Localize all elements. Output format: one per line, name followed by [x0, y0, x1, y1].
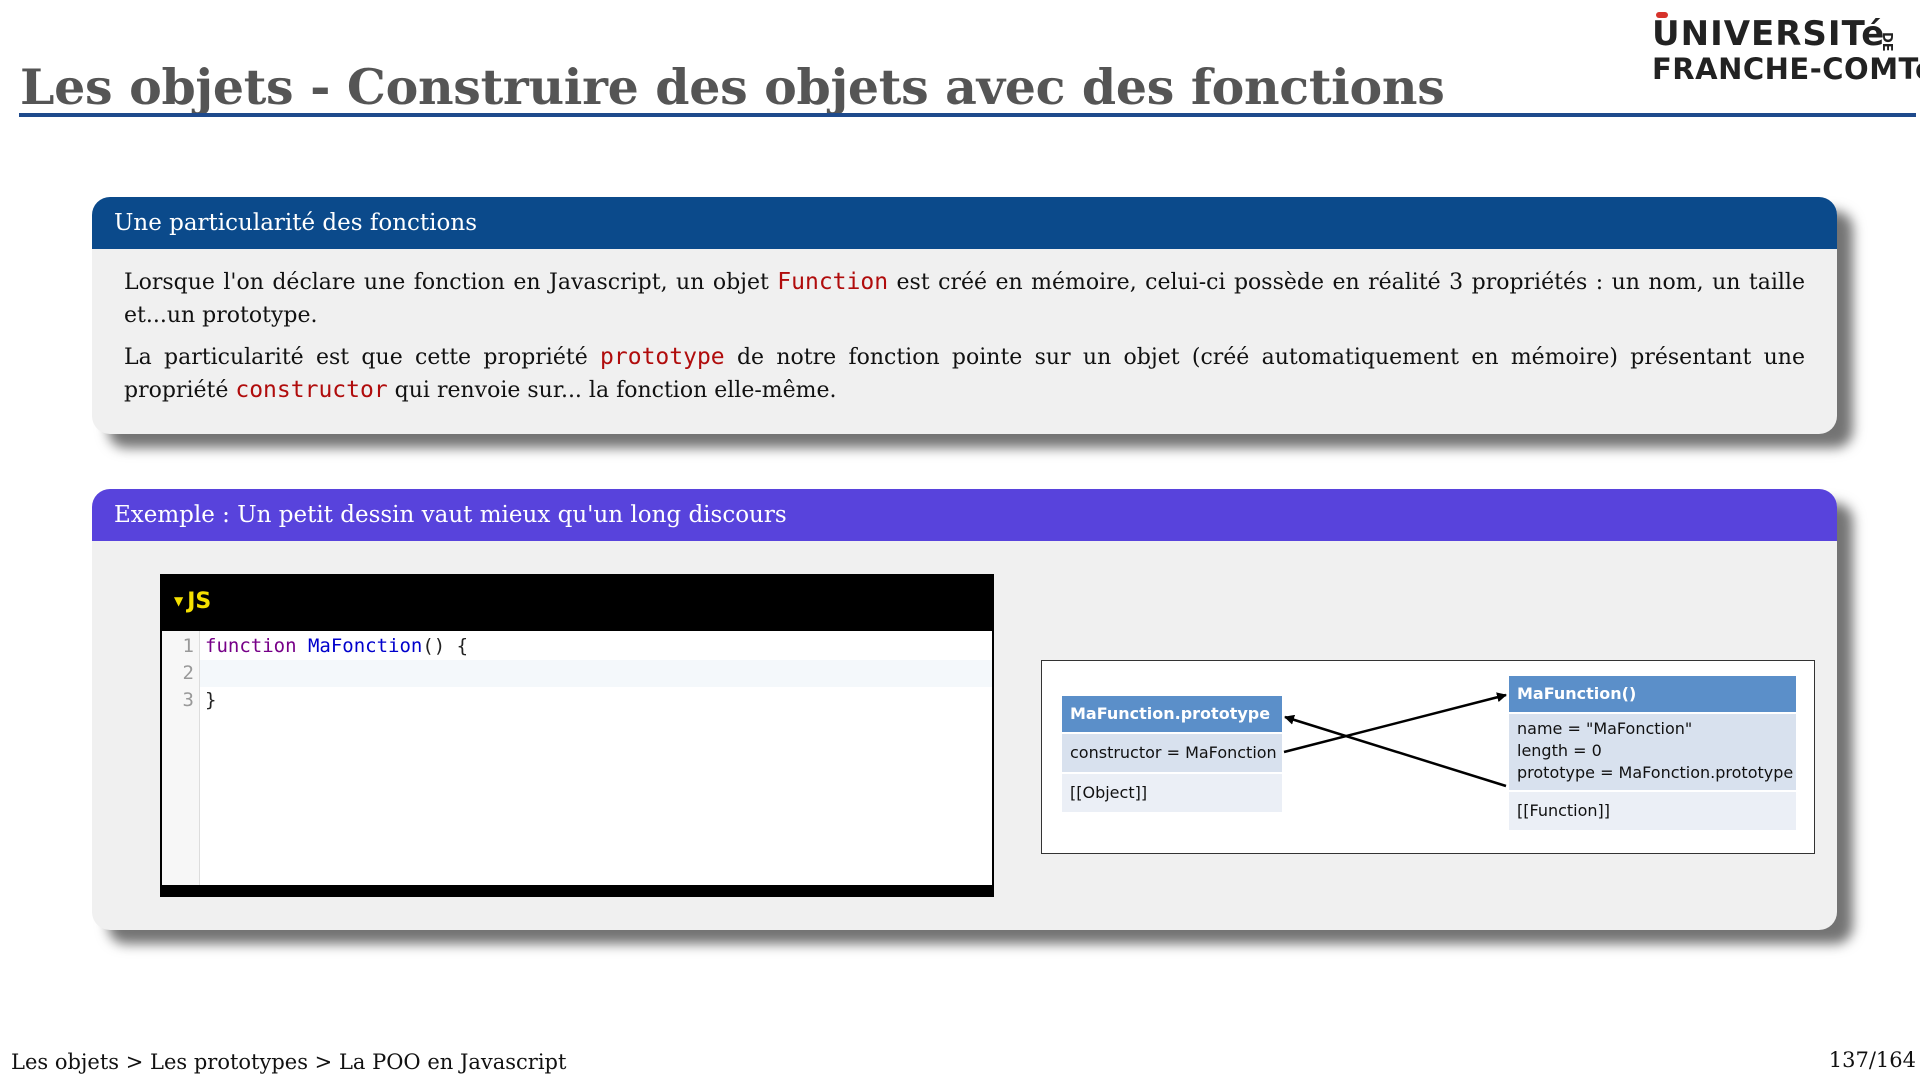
line-number-gutter	[162, 631, 200, 885]
logo-de: DE	[1879, 32, 1894, 52]
function-name-token: MaFonction	[307, 635, 423, 657]
prototype-diagram: MaFunction.prototype constructor = MaFon…	[1041, 660, 1815, 854]
editor-footer	[162, 885, 992, 895]
definition-block-title: Une particularité des fonctions	[92, 197, 1837, 249]
diagram-arrows	[1283, 692, 1507, 788]
collapse-triangle-icon[interactable]: ▼	[174, 594, 184, 608]
line-number: 3	[182, 689, 194, 711]
prototype-box-type: [[Object]]	[1062, 774, 1282, 812]
university-logo: UNIVERSITé FRANCHE-COMTé DE	[1652, 12, 1920, 90]
page-number: 137/164	[1828, 1048, 1916, 1072]
editor-tab-js[interactable]: ▼JS	[174, 589, 212, 614]
slide-title: Les objets - Construire des objets avec …	[20, 58, 1445, 116]
line-number: 2	[182, 662, 194, 684]
prototype-object-box: MaFunction.prototype constructor = MaFon…	[1062, 696, 1282, 812]
paragraph-2: La particularité est que cette propriété…	[124, 344, 1805, 403]
code-editor[interactable]: ▼JS 1 function MaFonction() { 2 3 }	[160, 574, 994, 897]
function-box-properties: name = "MaFonction" length = 0 prototype…	[1509, 714, 1796, 790]
logo-line-1: UNIVERSITé	[1652, 14, 1886, 54]
definition-block: Une particularité des fonctions Lorsque …	[92, 197, 1837, 434]
inline-code-prototype: prototype	[600, 344, 725, 370]
logo-line-2: FRANCHE-COMTé	[1652, 52, 1920, 86]
prototype-arrow	[1284, 714, 1507, 788]
inline-code-function: Function	[777, 269, 889, 295]
code-line-3[interactable]: 3 }	[162, 687, 992, 714]
example-block: Exemple : Un petit dessin vaut mieux qu'…	[92, 489, 1837, 930]
function-box-title: MaFunction()	[1509, 676, 1796, 712]
definition-block-body: Lorsque l'on déclare une fonction en Jav…	[92, 249, 1837, 407]
example-block-title: Exemple : Un petit dessin vaut mieux qu'…	[92, 489, 1837, 541]
code-line-2[interactable]: 2	[183, 660, 992, 687]
function-object-box: MaFunction() name = "MaFonction" length …	[1509, 676, 1796, 830]
prototype-box-title: MaFunction.prototype	[1062, 696, 1282, 732]
keyword-token: function	[205, 635, 297, 657]
logo-accent-mark	[1656, 12, 1668, 18]
footer-breadcrumb[interactable]: Les objets > Les prototypes > La POO en …	[11, 1050, 567, 1074]
paragraph-1: Lorsque l'on déclare une fonction en Jav…	[124, 269, 1805, 328]
line-number: 1	[182, 635, 194, 657]
editor-header: ▼JS	[162, 576, 992, 631]
editor-body[interactable]: 1 function MaFonction() { 2 3 }	[162, 631, 992, 885]
code-line-1[interactable]: 1 function MaFonction() {	[162, 633, 992, 660]
inline-code-constructor: constructor	[235, 377, 388, 403]
title-rule	[19, 113, 1916, 117]
prototype-box-constructor: constructor = MaFonction	[1062, 734, 1282, 772]
function-box-type: [[Function]]	[1509, 792, 1796, 830]
constructor-arrow	[1283, 692, 1507, 754]
